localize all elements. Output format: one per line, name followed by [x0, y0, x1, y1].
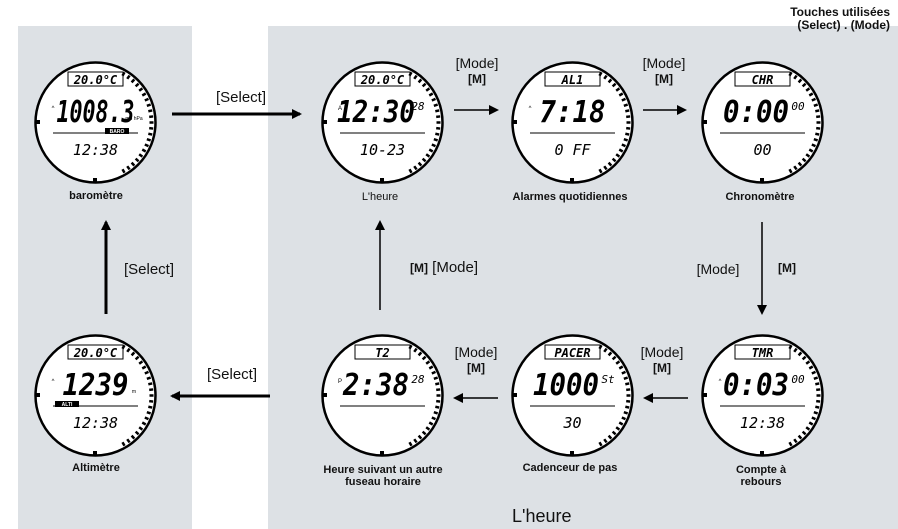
watch-sub-text: 12:38 — [740, 414, 785, 432]
label-alarmes: Alarmes quotidiennes — [512, 191, 628, 203]
watch-unit-text: m — [132, 389, 136, 395]
watch-sub-text: 12:38 — [73, 141, 118, 159]
label-altimetre: Altimètre — [72, 462, 120, 474]
mode-label-b1: [Mode] [M] — [632, 344, 692, 376]
m-mode-up-mode: [Mode] — [432, 259, 479, 276]
watch-indicator-text: A — [338, 106, 342, 112]
watch-sub-text: 30 — [562, 414, 581, 432]
watch-top-text: 20.0°C — [73, 73, 118, 87]
watch-indicator-text: ^ — [52, 379, 55, 385]
mode-label-2-m: [M] — [655, 72, 673, 86]
keys-used-keys: (Select) . (Mode) — [797, 18, 890, 32]
mode-label-2-mode: [Mode] — [642, 55, 686, 71]
mode-label-b2-mode: [Mode] — [454, 344, 498, 360]
mode-label-1-mode: [Mode] — [455, 55, 499, 71]
watch-seconds-text: St — [601, 373, 615, 386]
watch-tag-text: ALTI — [62, 402, 73, 408]
watch-main-text: 1008.3 — [57, 95, 135, 130]
m-mode-up-label: [M] [Mode] — [394, 260, 494, 276]
keys-used-legend: Touches utilisées (Select) . (Mode) — [790, 6, 890, 32]
keys-used-title: Touches utilisées — [790, 5, 890, 19]
watch-indicator-text: ^ — [529, 106, 532, 112]
watch-seconds-text: 28 — [411, 100, 425, 113]
mode-label-2: [Mode] [M] — [634, 55, 694, 87]
watch-top-text: CHR — [752, 73, 774, 87]
watch-seconds-text: 00 — [791, 100, 805, 113]
label-fuseau: Heure suivant un autre fuseau horaire — [323, 464, 443, 488]
mode-label-b1-m: [M] — [653, 361, 671, 375]
m-mode-up-m: [M] — [409, 261, 428, 275]
watch-main-text: 7:18 — [540, 95, 606, 130]
watch-indicator-text: P — [338, 379, 342, 385]
label-chrono: Chronomètre — [725, 191, 795, 203]
watch-seconds-text: 28 — [411, 373, 425, 386]
label-rebours: Compte à rebours — [735, 464, 787, 488]
watch-sub-text: 0 FF — [554, 141, 591, 159]
watch-top-text: 20.0°C — [360, 73, 405, 87]
label-barometre: baromètre — [69, 190, 123, 202]
mode-label-1: [Mode] [M] — [447, 55, 507, 87]
watch-main-text: 0:00 — [723, 95, 789, 130]
watch-main-text: 1000 — [533, 368, 599, 403]
mode-label-1-m: [M] — [468, 72, 486, 86]
mode-label-b1-mode: [Mode] — [640, 344, 684, 360]
label-heure: L'heure — [361, 191, 399, 203]
select-bottom-label: [Select] — [206, 366, 258, 383]
bottom-title: L'heure — [512, 506, 572, 526]
label-cadence: Cadenceur de pas — [522, 462, 618, 474]
watch-top-text: T2 — [375, 346, 389, 360]
watch-indicator-text: ^ — [52, 106, 55, 112]
watch-sub-text: 10-23 — [360, 141, 405, 159]
watch-top-text: TMR — [752, 346, 774, 360]
select-top-label: [Select] — [215, 89, 267, 106]
watch-main-text: 1239 — [63, 368, 129, 403]
watch-alarmes: AL1 7:18 ^ 0 FF — [510, 60, 635, 185]
m-label-right: [M] — [778, 261, 796, 275]
mode-label-right: [Mode] — [696, 261, 740, 277]
watch-indicator-text: ^ — [719, 379, 722, 385]
mode-label-b2-m: [M] — [467, 361, 485, 375]
watch-seconds-text: 00 — [791, 373, 805, 386]
watch-sub-text: 12:38 — [73, 414, 118, 432]
watch-unit-text: mb hPa — [125, 116, 142, 122]
watch-main-text: 0:03 — [723, 368, 789, 403]
watch-main-text: 12:30 — [337, 95, 415, 130]
watch-top-text: PACER — [554, 346, 590, 360]
watch-main-text: 2:38 — [342, 368, 409, 403]
watch-sub-text: 00 — [753, 141, 771, 159]
select-left-label: [Select] — [123, 261, 175, 278]
watch-tag-text: BARO — [110, 129, 125, 135]
watch-top-text: 20.0°C — [73, 346, 118, 360]
watch-top-text: AL1 — [561, 73, 584, 87]
mode-label-b2: [Mode] [M] — [446, 344, 506, 376]
